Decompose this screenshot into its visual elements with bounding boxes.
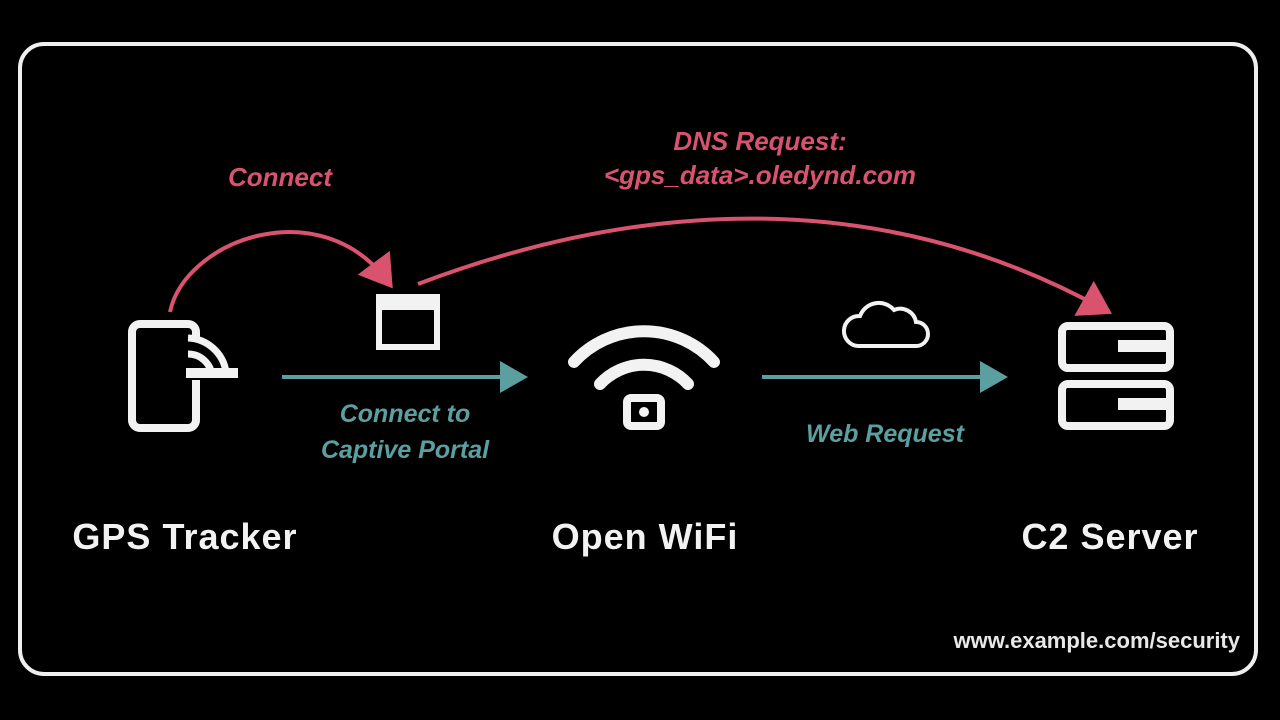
wifi-icon: [568, 325, 720, 430]
web-request-label: Web Request: [806, 420, 964, 448]
connect-captive-line1: Connect to: [339, 400, 471, 428]
gps-tracker-label: GPS Tracker: [72, 516, 298, 557]
open-wifi-label: Open WiFi: [551, 516, 739, 557]
browser-window-icon: [376, 294, 440, 350]
connect-label: Connect: [228, 162, 332, 192]
phone-with-signal-icon: [128, 320, 238, 432]
connect-arrow: [168, 230, 393, 313]
footer-text: www.example.com/security: [953, 628, 1240, 653]
dns-request-line2: <gps_data>.oledynd.com: [603, 160, 917, 190]
connect-captive-label: Connect to Captive Portal: [290, 396, 520, 468]
dns-request-label: DNS Request: <gps_data>.oledynd.com: [570, 124, 950, 192]
connect-captive-line2: Captive Portal: [320, 436, 490, 464]
dns-request-arrow: [417, 216, 1112, 316]
server-icon: [1058, 322, 1174, 430]
c2-server-label: C2 Server: [1021, 516, 1199, 557]
cloud-icon: [841, 300, 930, 348]
diagram-frame: [18, 42, 1258, 676]
dns-request-line1: DNS Request:: [673, 126, 847, 156]
